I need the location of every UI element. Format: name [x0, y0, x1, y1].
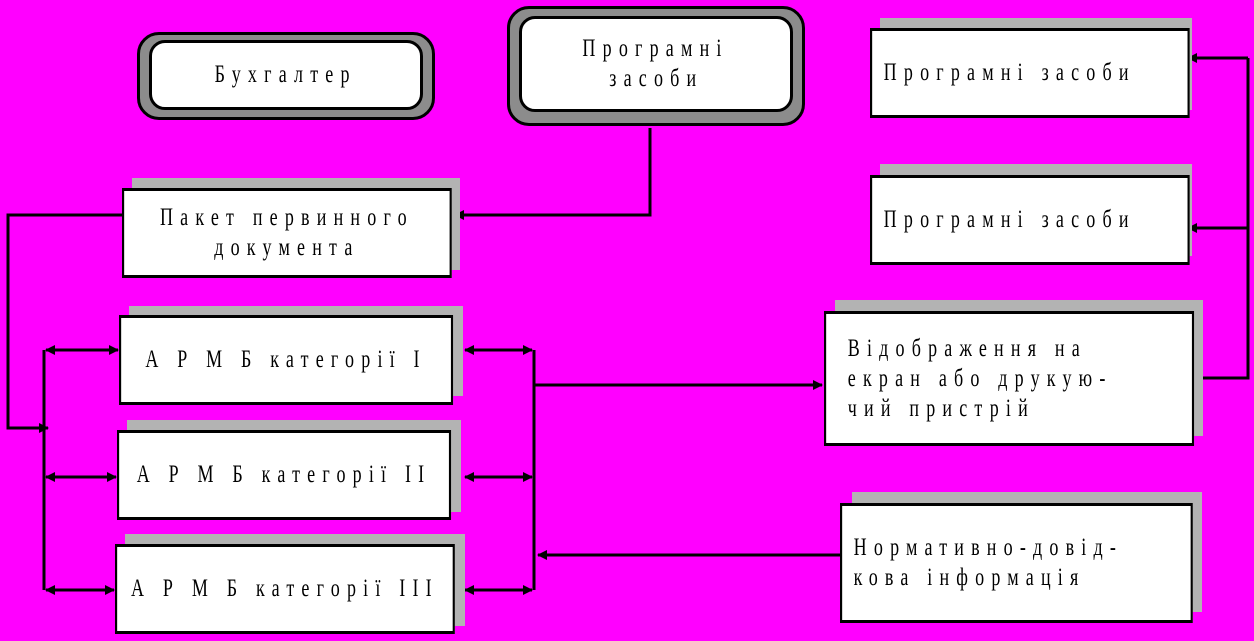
- display-line-3: чий пристрій: [847, 394, 1035, 422]
- accountant-box: Бухгалтер: [149, 40, 423, 110]
- arm-cat-1-box: А Р М Б категорії І: [119, 315, 454, 405]
- software-top-line-1: Програмні: [582, 35, 730, 62]
- arm-cat-3-label: А Р М Б категорії ІІІ: [131, 575, 439, 602]
- software-top-box: Програмні засоби: [519, 16, 793, 112]
- display-output-box: Відображення на екран або друкую- чий пр…: [824, 311, 1195, 446]
- reference-info-box: Нормативно-довід- кова інформація: [840, 503, 1193, 623]
- reference-line-1: Нормативно-довід-: [853, 534, 1124, 561]
- software-right-1-label: Програмні засоби: [883, 59, 1136, 86]
- arm-cat-2-label: А Р М Б категорії ІІ: [136, 461, 432, 488]
- package-line-2: документа: [214, 234, 360, 261]
- display-line-2: екран або друкую-: [847, 364, 1113, 392]
- software-top-line-2: засоби: [608, 65, 704, 92]
- package-line-1: Пакет первинного: [159, 204, 414, 231]
- software-right-1-box: Програмні засоби: [870, 28, 1190, 118]
- primary-doc-package-box: Пакет первинного документа: [122, 188, 452, 278]
- accountant-label: Бухгалтер: [214, 61, 358, 88]
- arm-cat-3-box: А Р М Б категорії ІІІ: [115, 544, 455, 634]
- display-line-1: Відображення на: [847, 334, 1087, 362]
- arrow-software-to-package: [454, 128, 652, 220]
- arrow-package-to-left-bus: [6, 213, 124, 433]
- software-right-2-box: Програмні засоби: [870, 175, 1190, 265]
- arm-cat-2-box: А Р М Б категорії ІІ: [117, 430, 452, 520]
- reference-line-2: кова інформація: [853, 564, 1086, 591]
- software-right-2-label: Програмні засоби: [883, 206, 1136, 233]
- arm-cat-1-label: А Р М Б категорії І: [145, 346, 427, 373]
